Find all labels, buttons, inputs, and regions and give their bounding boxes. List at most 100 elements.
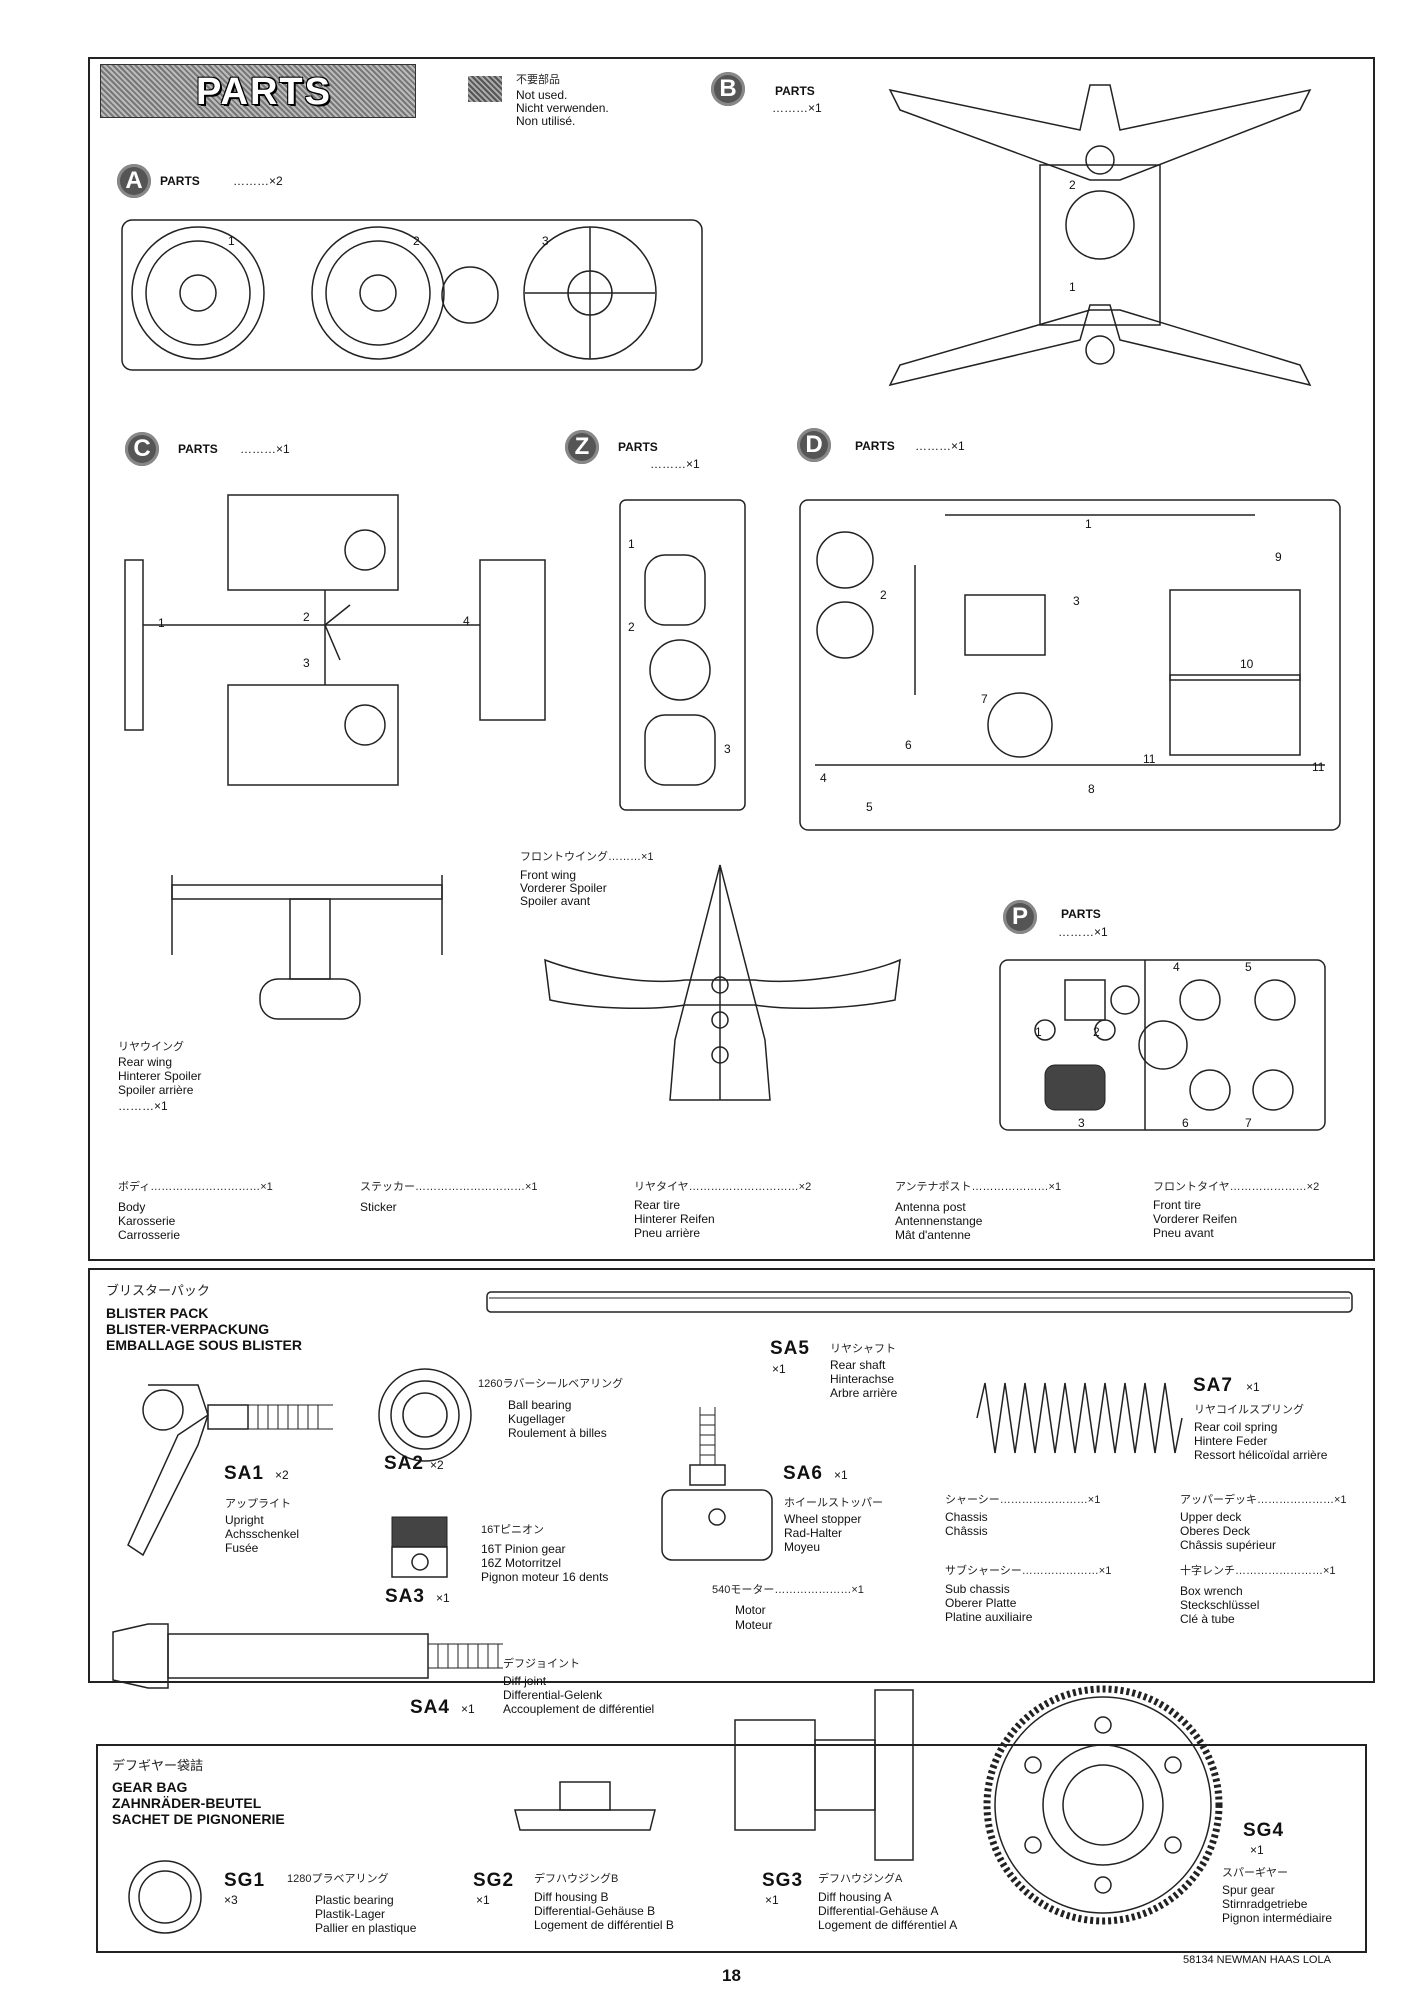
tree-a-qty: ………×2: [233, 174, 283, 188]
sa7-en: Rear coil spring: [1194, 1420, 1278, 1434]
sa5-jp: リヤシャフト: [830, 1343, 896, 1355]
sa4-jp: デフジョイント: [503, 1658, 580, 1670]
tree-d-num-3: 3: [1073, 594, 1080, 608]
blister-frame: [88, 1268, 1375, 1683]
sa6-code: SA6: [783, 1463, 823, 1484]
tree-c-qty: ………×1: [240, 442, 290, 456]
sa6-en: Wheel stopper: [784, 1512, 862, 1526]
tree-z-qty: ………×1: [650, 457, 700, 471]
upper-deck-fr: Châssis supérieur: [1180, 1538, 1277, 1552]
tree-p-num-6: 6: [1182, 1116, 1189, 1130]
sticker-en: Sticker: [360, 1200, 397, 1214]
sa1-qty: ×2: [275, 1468, 289, 1482]
wheel-stopper-drawing: [661, 1407, 773, 1561]
parts-frame: [88, 57, 1375, 1261]
sub-chassis-en: Sub chassis: [945, 1582, 1010, 1596]
page-number: 18: [722, 1966, 741, 1985]
not-used-de: Nicht verwenden.: [516, 101, 609, 115]
sg2-fr: Logement de différentiel B: [534, 1918, 674, 1932]
sg3-code: SG3: [762, 1870, 804, 1891]
front-wing-fr: Spoiler avant: [520, 894, 591, 908]
sa7-jp: リヤコイルスプリング: [1194, 1404, 1304, 1416]
front-tire-en: Front tire: [1153, 1198, 1202, 1212]
tree-b-qty: ………×1: [772, 101, 822, 115]
sa4-qty: ×1: [461, 1702, 475, 1716]
sa6-qty: ×1: [834, 1468, 848, 1482]
sg2-jp: デフハウジングB: [534, 1873, 619, 1885]
tree-b-num-1: 1: [1069, 280, 1076, 294]
tree-d-num-1: 1: [1085, 517, 1092, 531]
chassis-fr: Châssis: [945, 1524, 988, 1538]
spur-gear-drawing: [983, 1685, 1223, 1925]
motor-en: Motor: [735, 1603, 766, 1617]
upper-deck-de: Oberes Deck: [1180, 1524, 1251, 1538]
tree-a-runner: [121, 219, 703, 371]
sa1-fr: Fusée: [225, 1541, 259, 1555]
rear-wing-qty: ………×1: [118, 1099, 168, 1113]
sg4-code: SG4: [1243, 1820, 1285, 1841]
tree-d-qty: ………×1: [915, 439, 965, 453]
not-used-fr: Non utilisé.: [516, 114, 576, 128]
rear-wing-jp: リヤウイング: [118, 1041, 184, 1053]
sa2-jp: 1260ラバーシールベアリング: [478, 1378, 624, 1390]
sa2-qty: ×2: [430, 1458, 444, 1472]
motor-fr: Moteur: [735, 1618, 773, 1632]
tree-c-num-4: 4: [463, 614, 470, 628]
rear-wing-en: Rear wing: [118, 1055, 173, 1069]
tree-z-num-3: 3: [724, 742, 731, 756]
sa3-jp: 16Tピニオン: [481, 1524, 544, 1536]
chassis-jp: シャーシー……………………×1: [945, 1494, 1101, 1506]
gear-bag-frame: [96, 1744, 1367, 1953]
not-used-swatch: [468, 76, 502, 102]
sticker-jp: ステッカー…………………………×1: [360, 1181, 538, 1193]
sg3-fr: Logement de différentiel A: [818, 1918, 958, 1932]
sg1-code: SG1: [224, 1870, 266, 1891]
gear-bag-jp: デフギヤー袋詰: [112, 1758, 204, 1773]
sa6-fr: Moyeu: [784, 1540, 821, 1554]
tree-d-num-7: 7: [981, 692, 988, 706]
tree-b-badge: B: [711, 72, 745, 106]
ball-bearing-drawing: [378, 1368, 472, 1462]
tree-c-runner: [124, 494, 546, 786]
tree-d-num-6: 6: [905, 738, 912, 752]
body-fr: Carrosserie: [118, 1228, 181, 1242]
sa1-jp: アップライト: [225, 1498, 291, 1510]
tree-p-num-4: 4: [1173, 960, 1180, 974]
sa7-fr: Ressort hélicoïdal arrière: [1194, 1448, 1328, 1462]
tree-d-runner: [799, 499, 1341, 831]
sa1-code: SA1: [224, 1463, 264, 1484]
tree-p-num-7: 7: [1245, 1116, 1252, 1130]
sg4-qty: ×1: [1250, 1843, 1264, 1857]
tree-d-label: PARTS: [855, 439, 895, 453]
blister-title-en: BLISTER PACK: [106, 1305, 209, 1321]
tree-z-runner: [619, 499, 746, 811]
sg4-de: Stirnradgetriebe: [1222, 1897, 1308, 1911]
tree-c-label: PARTS: [178, 442, 218, 456]
sg1-jp: 1280プラベアリング: [287, 1873, 389, 1885]
sg2-de: Differential-Gehäuse B: [534, 1904, 656, 1918]
box-wrench-de: Steckschlüssel: [1180, 1598, 1260, 1612]
upright-drawing: [127, 1384, 333, 1557]
tree-d-num-5: 5: [866, 800, 873, 814]
front-wing-en: Front wing: [520, 868, 577, 882]
tree-d-num-11a: 11: [1143, 752, 1156, 766]
tree-b-label: PARTS: [775, 84, 815, 98]
rear-shaft-drawing: [486, 1291, 1353, 1313]
front-tire-jp: フロントタイヤ…………………×2: [1153, 1181, 1320, 1193]
sa2-en: Ball bearing: [508, 1398, 572, 1412]
model-name: 58134 NEWMAN HAAS LOLA: [1183, 1954, 1331, 1966]
tree-p-badge: P: [1003, 900, 1037, 934]
tree-c-num-2: 2: [303, 610, 310, 624]
blister-title-de: BLISTER-VERPACKUNG: [106, 1321, 270, 1337]
sg3-jp: デフハウジングA: [818, 1873, 903, 1885]
sa1-en: Upright: [225, 1513, 264, 1527]
sg2-en: Diff housing B: [534, 1890, 609, 1904]
parts-title: PARTS: [196, 71, 332, 113]
upper-deck-jp: アッパーデッキ…………………×1: [1180, 1494, 1347, 1506]
not-used-en: Not used.: [516, 88, 568, 102]
sg1-de: Plastik-Lager: [315, 1907, 386, 1921]
rear-wing-de: Hinterer Spoiler: [118, 1069, 202, 1083]
sa4-fr: Accouplement de différentiel: [503, 1702, 655, 1716]
gear-bag-title-en: GEAR BAG: [112, 1779, 188, 1795]
tree-a-num-1: 1: [228, 234, 235, 248]
